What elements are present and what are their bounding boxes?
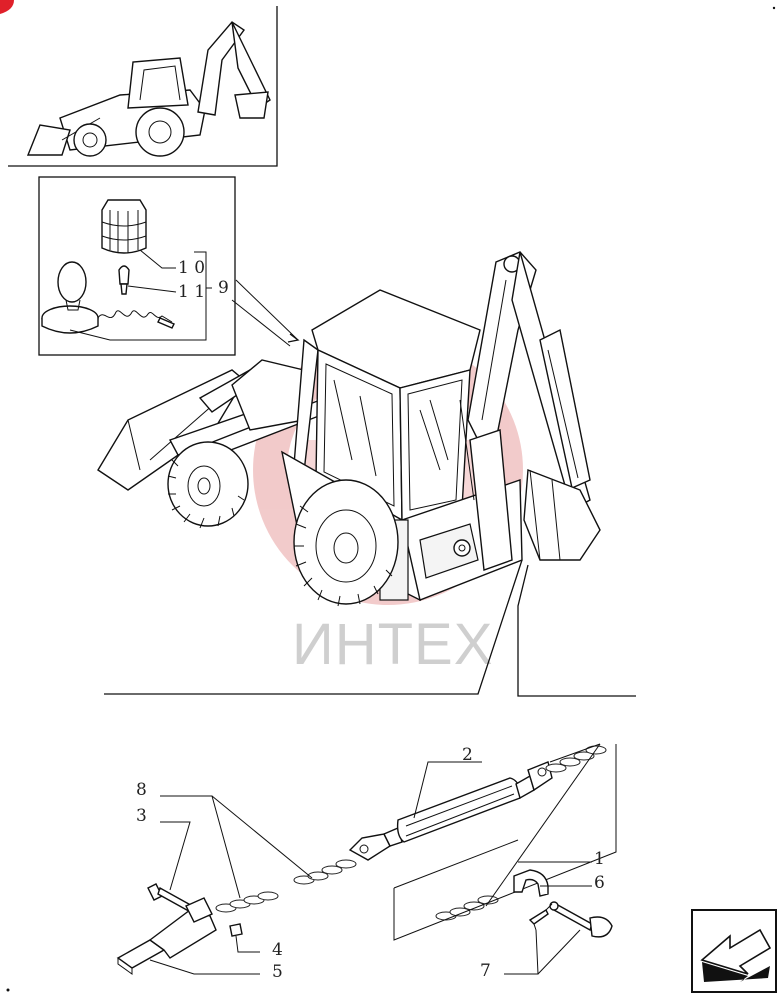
- beacon-inset: [38, 176, 236, 356]
- turnbuckle: [348, 761, 553, 861]
- rear-wheel: [293, 479, 399, 607]
- front-wheel: [167, 441, 249, 529]
- callout-8: 8: [136, 780, 147, 800]
- callout-11: 1 1: [178, 282, 205, 302]
- machine-thumbnail: [8, 6, 278, 167]
- callout-6: 6: [594, 873, 605, 893]
- corner-dot: [6, 988, 10, 992]
- callout-10: 1 0: [178, 258, 205, 278]
- hitch-parts: [116, 743, 617, 975]
- pin-and-clip: [528, 901, 613, 938]
- magnetic-base: [41, 261, 175, 334]
- corner-marker: [0, 0, 14, 14]
- chain-right: [435, 745, 607, 921]
- chain-left: [215, 859, 357, 913]
- inset-pointer: [235, 279, 299, 341]
- callout-2: 2: [462, 745, 473, 765]
- callout-4: 4: [272, 940, 283, 960]
- callout-5: 5: [272, 962, 283, 982]
- rotating-beacon: [101, 199, 147, 254]
- callout-3: 3: [136, 806, 147, 826]
- backhoe: [453, 251, 601, 571]
- corner-dot-top: [772, 6, 776, 10]
- bracket: [116, 897, 217, 975]
- callout-7: 7: [480, 961, 491, 981]
- clamp: [513, 869, 549, 897]
- nut: [229, 923, 243, 937]
- machine-main: ИНТЕХ: [97, 251, 636, 697]
- watermark-text: ИНТЕХ: [292, 612, 493, 677]
- beacon-bulb: [118, 265, 130, 295]
- callout-1: 1: [594, 849, 605, 869]
- callout-9: 9: [218, 278, 229, 298]
- next-page-arrow-icon[interactable]: [691, 909, 777, 993]
